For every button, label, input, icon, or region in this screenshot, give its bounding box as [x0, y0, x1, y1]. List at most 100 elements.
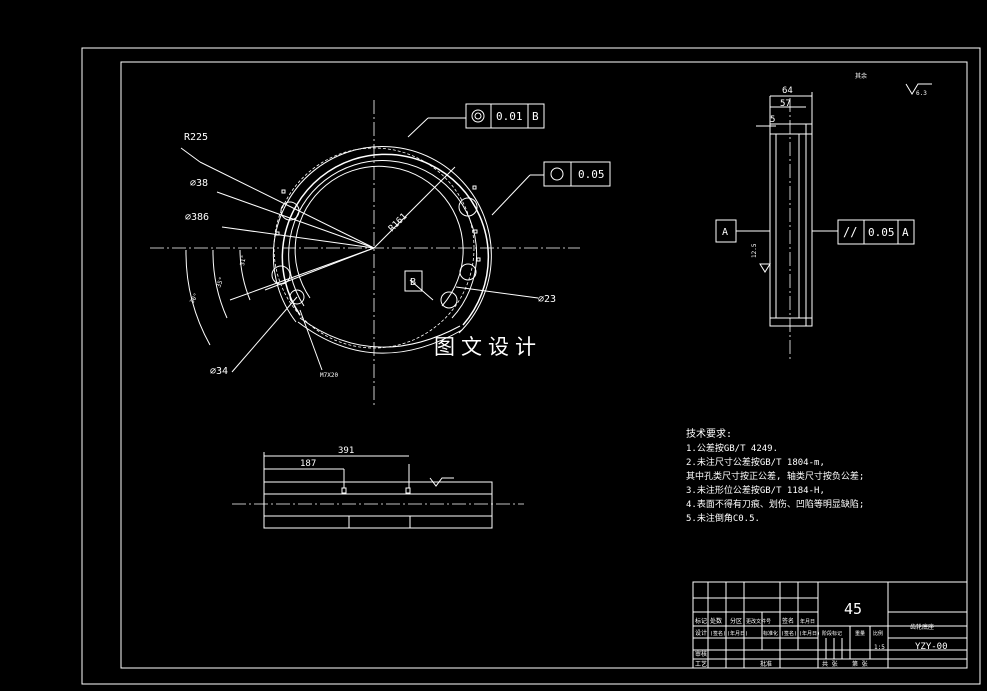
frame-roundness	[543, 161, 611, 187]
tech-line-6: 5.未注倒角C0.5.	[686, 512, 760, 524]
mark	[473, 229, 478, 234]
leader-d34	[231, 296, 298, 373]
concentric-icon	[471, 109, 485, 123]
dim-64: 64	[782, 86, 793, 96]
label-r225: R225	[184, 132, 208, 143]
mark	[472, 185, 477, 190]
hole-right-b	[459, 263, 477, 281]
part-name: 齿轮底座	[910, 623, 934, 631]
front-view: R225 ∅38 ∅386 ∅34 ∅23 R161 M7X20 31° 35°…	[150, 100, 611, 408]
row-2: 工艺	[695, 660, 707, 668]
inner-bottom-arc	[299, 317, 461, 348]
angle-arc-3	[239, 249, 251, 301]
tech-line-2: 2.未注尺寸公差按GB/T 1804-m,	[686, 456, 825, 468]
hdr-5: 年月日	[800, 618, 815, 625]
leader-d38	[216, 191, 375, 249]
label-ang3: 30°	[189, 292, 200, 305]
angle-arc-1	[185, 249, 211, 346]
stage-0: 阶段标记	[822, 630, 842, 637]
title-block-frame	[692, 581, 968, 669]
bolt-circle	[273, 147, 475, 349]
leader-concentric	[407, 117, 429, 138]
leader-b	[264, 247, 375, 291]
hdr-1: 处数	[710, 617, 722, 625]
tech-requirements: 技术要求: 1.公差按GB/T 4249. 2.未注尺寸公差按GB/T 1804…	[686, 427, 864, 524]
bottom-roughness-icon	[429, 477, 454, 487]
stage-2: 比例	[873, 630, 883, 637]
inner-frame	[120, 61, 968, 669]
outer-ring-arc	[281, 153, 490, 326]
parallelism-datum: A	[902, 226, 909, 239]
corner-roughness-icon	[905, 83, 932, 95]
watermark: 图文设计	[434, 335, 542, 359]
hole-right-c	[440, 291, 458, 309]
cell-4: (年月日)	[799, 630, 820, 637]
label-d38: ∅38	[190, 178, 208, 189]
frame-concentricity	[465, 103, 545, 129]
roundness-icon	[550, 167, 564, 181]
bottom-view: 391 187	[232, 446, 524, 529]
leader-r161	[373, 166, 456, 249]
parallelism-icon: //	[843, 225, 857, 239]
outer-ring-arc-2	[272, 146, 492, 334]
datum-a-text: A	[722, 227, 728, 238]
angle-arc-2	[212, 249, 228, 319]
corner-roughness: 6.3	[916, 90, 927, 97]
roundness-value: 0.05	[578, 168, 605, 181]
row-1: 审核	[695, 650, 707, 658]
datum-b-text: B	[410, 277, 416, 288]
mark	[476, 257, 481, 262]
dim-5: 5	[770, 115, 775, 125]
dim-187: 187	[300, 459, 316, 469]
tech-line-4: 3.未注形位公差按GB/T 1184-H,	[686, 484, 825, 496]
label-d34: ∅34	[210, 366, 228, 377]
outer-bottom-arc	[297, 321, 463, 354]
tech-line-5: 4.表面不得有刀痕、划伤、凹陷等明显缺陷;	[686, 498, 864, 510]
leader-d386	[221, 226, 375, 249]
hdr-4: 签名	[782, 617, 794, 625]
outer-frame	[81, 47, 981, 685]
label-m7x20: M7X20	[320, 372, 338, 379]
frame-parallelism	[837, 219, 915, 245]
sheet-total: 共 张	[822, 660, 838, 668]
mark	[281, 189, 286, 194]
side-view: 64 57 5 A // 0.05 A 12.5	[715, 86, 915, 360]
cell-2: 标准化	[763, 630, 778, 637]
cell-3: (签名)	[781, 630, 797, 637]
datum-b-box	[404, 270, 423, 292]
leader-a	[229, 247, 375, 301]
material: 45	[844, 600, 862, 618]
tech-line-1: 1.公差按GB/T 4249.	[686, 442, 778, 454]
cell-0: (签名)	[710, 630, 726, 637]
hdr-3: 更改文件号	[746, 618, 771, 625]
bottom-outline	[263, 481, 493, 529]
sheet-no: 第 张	[852, 660, 868, 668]
drawing-no: YZY-00	[915, 642, 948, 652]
side-roughness: 12.5	[751, 243, 758, 258]
cell-5: 批准	[760, 660, 772, 668]
label-d386: ∅386	[185, 212, 209, 223]
label-d23: ∅23	[538, 294, 556, 305]
leader-r225	[199, 161, 375, 249]
leader-r225-tail	[180, 147, 201, 163]
dim-57: 57	[780, 99, 791, 109]
side-outline	[769, 123, 813, 327]
dim-391: 391	[338, 446, 354, 456]
tech-title: 技术要求:	[686, 427, 732, 440]
leader-roundness	[491, 174, 531, 216]
title-block: 45 齿轮底座 YZY-00 1:5 标记 处数 分区 更改文件号 签名 年月日…	[692, 581, 968, 669]
label-ang2: 35°	[215, 276, 225, 289]
scale: 1:5	[874, 644, 885, 651]
parallelism-value: 0.05	[868, 226, 895, 239]
leader-m7	[299, 309, 323, 371]
label-ang1: 31°	[239, 254, 248, 266]
bore-arc	[294, 165, 464, 307]
tech-line-3: 其中孔类尺寸按正公差, 轴类尺寸按负公差;	[686, 470, 864, 482]
stage-1: 重量	[855, 630, 865, 637]
label-r161: R161	[387, 212, 409, 234]
concentricity-datum: B	[532, 110, 539, 123]
concentricity-value: 0.01	[496, 110, 523, 123]
hdr-0: 标记	[695, 617, 707, 625]
hdr-2: 分区	[730, 617, 742, 625]
